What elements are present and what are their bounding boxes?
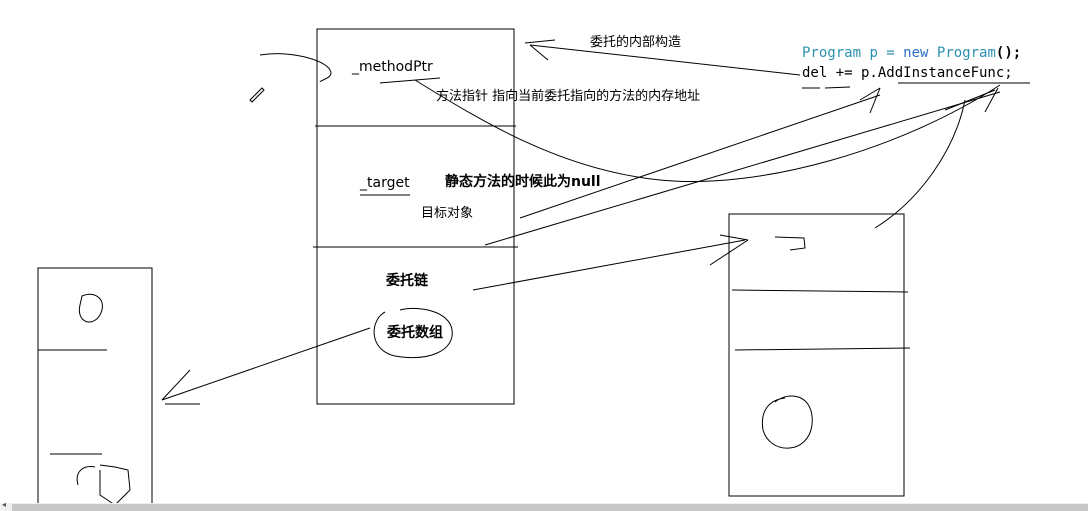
right-box <box>728 213 905 497</box>
code-ctor: Program <box>928 45 996 61</box>
code-line-1: Program p = new Program(); <box>802 43 1021 63</box>
code-type: Program <box>802 45 862 61</box>
left-box <box>37 267 153 509</box>
delegate-chain-label: 委托链 <box>386 273 428 289</box>
method-ptr-label: _methodPtr <box>352 59 433 75</box>
target-description: 目标对象 <box>421 206 474 221</box>
static-null-note: 静态方法的时候此为null <box>445 174 601 190</box>
internal-structure-label: 委托的内部构造 <box>590 35 682 50</box>
code-var: p = <box>861 45 904 61</box>
code-end: (); <box>995 45 1022 61</box>
scroll-left-icon[interactable]: ◂ <box>2 500 7 509</box>
pencil-icon <box>249 87 265 103</box>
delegate-box <box>316 28 515 405</box>
code-keyword: new <box>903 45 929 61</box>
code-line-2: del += p.AddInstanceFunc; <box>802 65 1013 81</box>
delegate-array-label: 委托数组 <box>387 325 443 341</box>
target-label: _target <box>360 175 410 191</box>
method-ptr-description: 方法指针 指向当前委托指向的方法的内存地址 <box>436 89 701 104</box>
horizontal-scrollbar[interactable]: ◂ <box>0 500 1088 511</box>
scrollbar-thumb[interactable] <box>12 504 1088 511</box>
